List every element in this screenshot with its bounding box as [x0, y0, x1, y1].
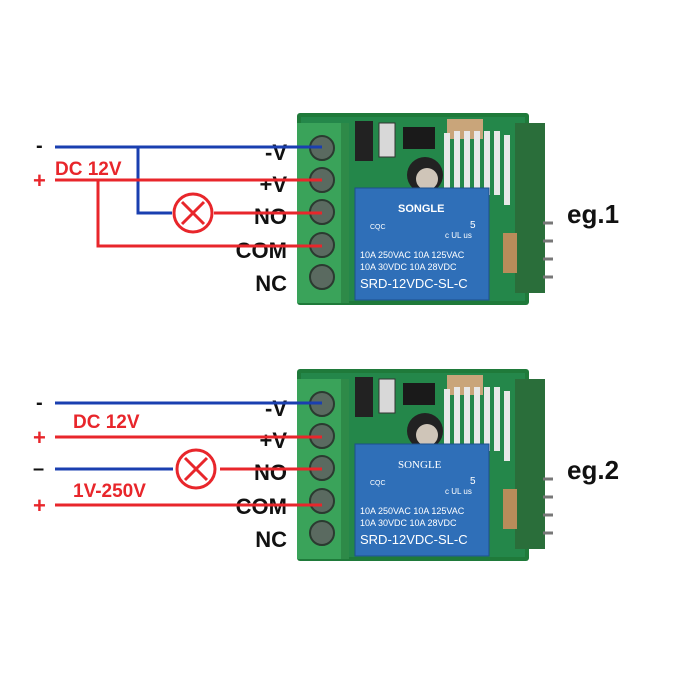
relay-ratings-2: 10A 30VDC 10A 28VDC	[360, 262, 457, 272]
load-minus-sign: –	[33, 458, 44, 480]
relay-board-1: SONGLE CQC c UL us 5 10A 250VAC 10A 125V…	[297, 113, 553, 305]
negative-wire	[55, 145, 322, 215]
label-nc: NC	[255, 527, 287, 552]
relay-ratings-2: 10A 30VDC 10A 28VDC	[360, 518, 457, 528]
relay-ratings-1: 10A 250VAC 10A 125VAC	[360, 250, 465, 260]
terminal-labels-2: -V +V NO COM NC	[236, 396, 288, 552]
example-2-title: eg.2	[567, 455, 619, 485]
relay-cert: CQC	[370, 224, 386, 231]
label-nc: NC	[255, 271, 287, 296]
relay-ul-num: 5	[470, 220, 476, 231]
plus-sign: +	[33, 425, 46, 450]
example-1-title: eg.1	[567, 199, 619, 229]
com-wire	[96, 180, 322, 248]
relay-ul: c UL us	[445, 487, 472, 496]
relay-brand: SONGLE	[398, 459, 442, 471]
relay-ul-num: 5	[470, 476, 476, 487]
relay-ratings-1: 10A 250VAC 10A 125VAC	[360, 506, 465, 516]
wires-1	[55, 145, 322, 248]
relay-ul: c UL us	[445, 231, 472, 240]
relay-1: SONGLE CQC c UL us 5 10A 250VAC 10A 125V…	[354, 187, 490, 301]
relay-model: SRD-12VDC-SL-C	[360, 532, 468, 547]
label-com: COM	[236, 238, 287, 263]
supply-label: DC 12V	[73, 412, 140, 433]
label-neg-v: -V	[265, 140, 287, 165]
supply-label: DC 12V	[55, 159, 122, 180]
lamp-icon	[175, 448, 217, 490]
wires-2	[55, 401, 322, 507]
relay-cert: CQC	[370, 480, 386, 487]
label-no: NO	[254, 460, 287, 485]
minus-sign: -	[36, 135, 43, 157]
relay-brand: SONGLE	[398, 203, 444, 215]
relay-model: SRD-12VDC-SL-C	[360, 276, 468, 291]
label-no: NO	[254, 204, 287, 229]
label-pos-v: +V	[259, 428, 287, 453]
minus-sign: -	[36, 392, 43, 414]
label-neg-v: -V	[265, 396, 287, 421]
load-plus-sign: +	[33, 493, 46, 518]
plus-sign: +	[33, 168, 46, 193]
terminal-labels-1: -V +V NO COM NC	[236, 140, 288, 296]
load-voltage-label: 1V-250V	[73, 481, 146, 502]
relay-board-2: SONGLE CQC c UL us 5 10A 250VAC 10A 125V…	[297, 369, 553, 561]
label-pos-v: +V	[259, 172, 287, 197]
relay-2: SONGLE CQC c UL us 5 10A 250VAC 10A 125V…	[354, 443, 490, 557]
lamp-icon	[172, 192, 214, 234]
